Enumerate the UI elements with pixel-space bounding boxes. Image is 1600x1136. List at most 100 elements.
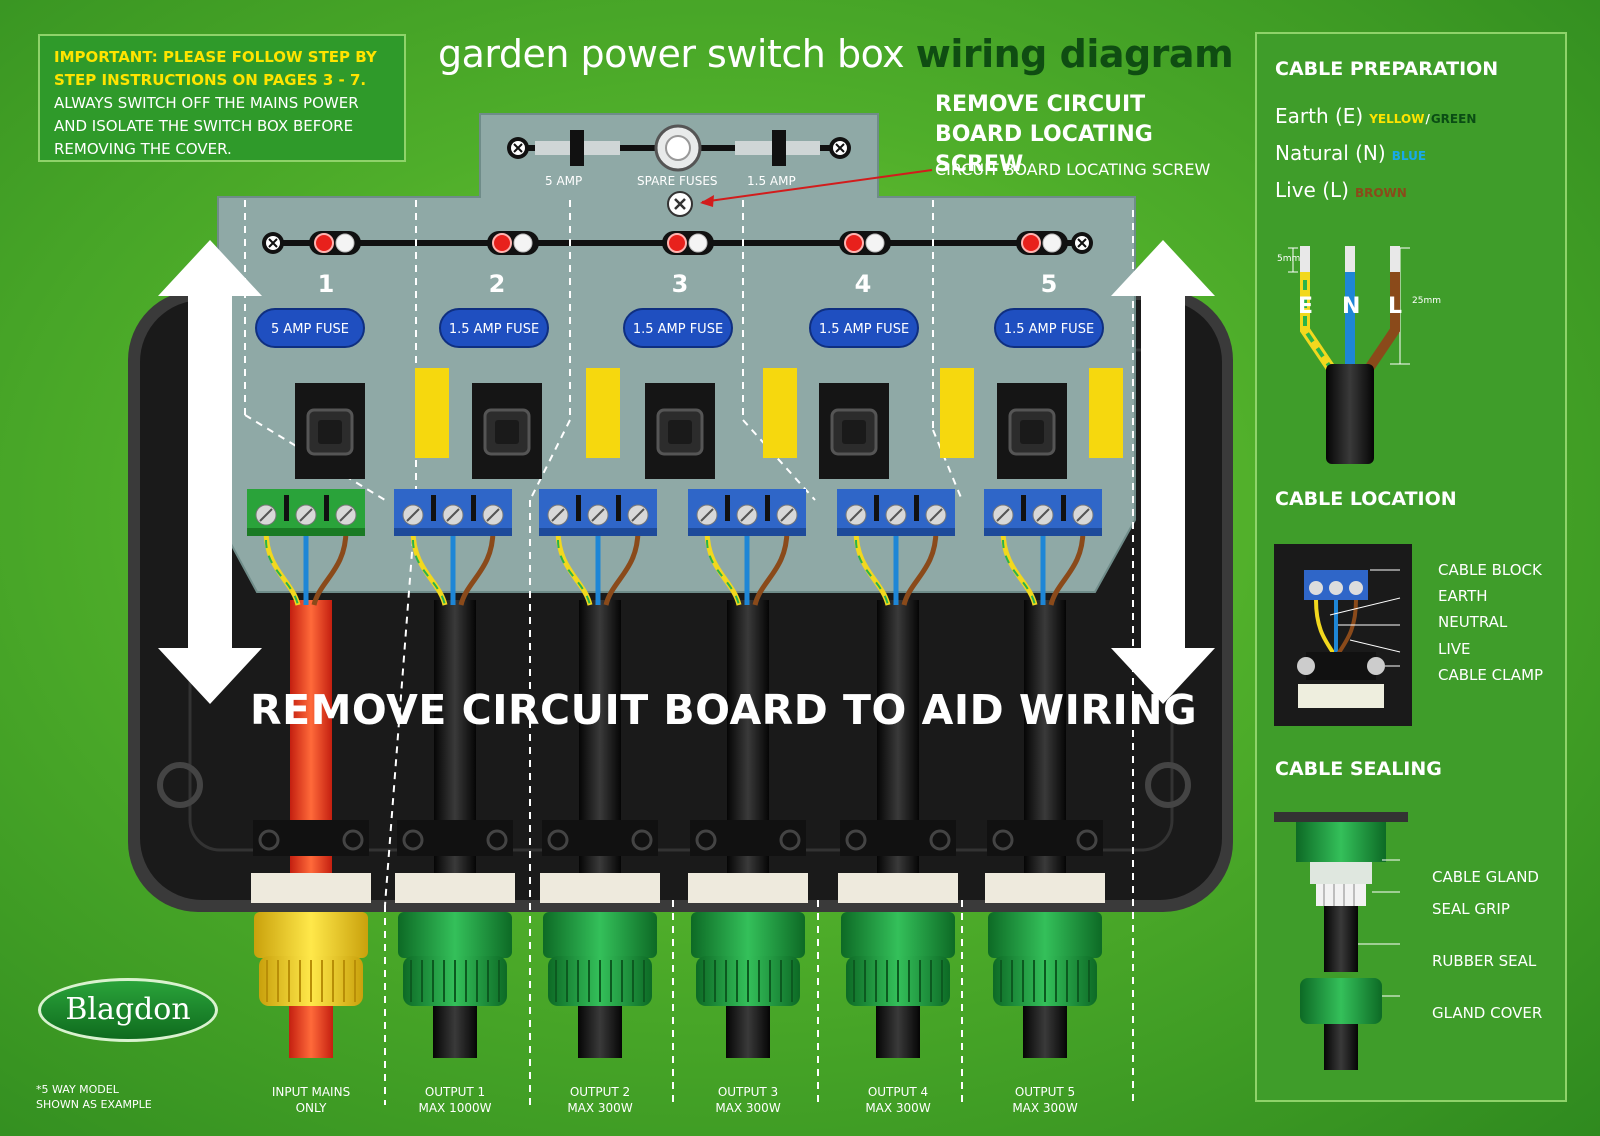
cable-clamp bbox=[987, 820, 1103, 856]
neutral-letter: N bbox=[1342, 294, 1361, 319]
switch-icon bbox=[997, 383, 1067, 479]
screw-icon bbox=[829, 137, 851, 159]
callout-seal-grip: SEAL GRIP bbox=[1432, 900, 1510, 918]
callout-gland-cover: GLAND COVER bbox=[1432, 1004, 1543, 1022]
cable-gland bbox=[543, 912, 657, 1006]
led-icon bbox=[1016, 231, 1068, 255]
remove-screw-heading: REMOVE CIRCUIT BOARD LOCATING SCREW bbox=[935, 92, 1153, 177]
label-line-1: OUTPUT 1 bbox=[424, 1085, 486, 1099]
channel-5: 51.5 AMP FUSE bbox=[994, 231, 1123, 479]
cable-tail bbox=[726, 1006, 770, 1058]
circuit-board bbox=[217, 113, 1136, 593]
switch-icon bbox=[472, 383, 542, 479]
channel-2: 2 1.5 AMP FUSE bbox=[439, 231, 620, 479]
earth-label: Earth (E) bbox=[1275, 104, 1364, 128]
cable-clamp bbox=[542, 820, 658, 856]
callout-neutral: NEUTRAL bbox=[1438, 613, 1508, 631]
screw-icon bbox=[262, 232, 284, 254]
output-label-5: OUTPUT 5 MAX 300W bbox=[990, 1084, 1100, 1116]
seal-grip bbox=[838, 873, 958, 903]
label-line-1: OUTPUT 4 bbox=[867, 1085, 929, 1099]
title-part-2: wiring diagram bbox=[915, 32, 1234, 76]
prep-heading: CABLE PREPARATION bbox=[1275, 58, 1499, 80]
live-wire bbox=[901, 529, 939, 606]
screw-pointer-arrow bbox=[700, 169, 933, 207]
live-wire bbox=[603, 529, 641, 606]
led-icon bbox=[839, 231, 891, 255]
cable-gland bbox=[398, 912, 512, 1006]
screw-label: CIRCUIT BOARD LOCATING SCREW bbox=[935, 160, 1211, 179]
callout-live: LIVE bbox=[1438, 640, 1471, 658]
page-title: garden power switch box wiring diagram bbox=[438, 32, 1234, 76]
total-length-label: 25mm bbox=[1412, 296, 1441, 306]
label-line-2: ONLY bbox=[295, 1101, 327, 1115]
earth-color-1: YELLOW bbox=[1369, 112, 1425, 126]
label-line-2: MAX 1000W bbox=[418, 1101, 492, 1115]
live-label: Live (L) bbox=[1275, 178, 1349, 202]
output-label-1: OUTPUT 1 MAX 1000W bbox=[400, 1084, 510, 1116]
locating-screw bbox=[667, 191, 693, 217]
terminal-block-icon bbox=[539, 489, 657, 536]
switch-icon bbox=[645, 383, 715, 479]
cable-gland bbox=[691, 912, 805, 1006]
screw-icon bbox=[507, 137, 529, 159]
cable-tail bbox=[289, 1006, 333, 1058]
channel-number: 2 bbox=[489, 270, 506, 298]
neutral-color: BLUE bbox=[1391, 149, 1427, 163]
cable-clamp bbox=[397, 820, 513, 856]
seal-grip bbox=[395, 873, 515, 903]
cable-clamp bbox=[253, 820, 369, 856]
input-label: INPUT MAINS ONLY bbox=[256, 1084, 366, 1116]
neutral-label: Natural (N) bbox=[1275, 141, 1386, 165]
output-label-4: OUTPUT 4 MAX 300W bbox=[843, 1084, 953, 1116]
live-color: BROWN bbox=[1354, 186, 1407, 200]
blagdon-logo: Blagdon bbox=[38, 978, 218, 1042]
safety-notice: IMPORTANT: PLEASE FOLLOW STEP BY STEP IN… bbox=[38, 34, 406, 162]
neutral-row: Natural (N) BLUE bbox=[1275, 141, 1426, 165]
channel-number: 3 bbox=[672, 270, 689, 298]
channel-number: 1 bbox=[318, 270, 335, 298]
callout-cable-clamp: CABLE CLAMP bbox=[1438, 666, 1544, 684]
input-cable bbox=[247, 489, 371, 1058]
callout-earth: EARTH bbox=[1438, 587, 1488, 605]
earth-sep: / bbox=[1425, 112, 1430, 126]
fuse-label: 5 AMP FUSE bbox=[271, 322, 349, 337]
callout-rubber-seal: RUBBER SEAL bbox=[1432, 952, 1537, 970]
seal-grip bbox=[251, 873, 371, 903]
capacitor bbox=[940, 368, 974, 458]
fuse-label: 1.5 AMP FUSE bbox=[449, 322, 539, 337]
live-wire bbox=[752, 529, 790, 606]
live-letter: L bbox=[1388, 294, 1403, 319]
terminal-block-icon bbox=[688, 489, 806, 536]
label-line-1: INPUT MAINS bbox=[271, 1085, 351, 1099]
cable-tail bbox=[1023, 1006, 1067, 1058]
capacitor bbox=[1089, 368, 1123, 458]
seal-grip bbox=[985, 873, 1105, 903]
fuse-4: 1.5 AMP FUSE bbox=[809, 308, 919, 348]
terminal-block-icon bbox=[984, 489, 1102, 536]
capacitor bbox=[415, 368, 449, 458]
fuse-2: 1.5 AMP FUSE bbox=[439, 308, 549, 348]
led-icon bbox=[662, 231, 714, 255]
fuse-right-label: 1.5 AMP bbox=[747, 174, 796, 188]
label-line-2: MAX 300W bbox=[865, 1101, 931, 1115]
cable-gland bbox=[841, 912, 955, 1006]
output-cable-4 bbox=[837, 489, 958, 1058]
live-wire bbox=[311, 529, 349, 606]
label-line-2: MAX 300W bbox=[1012, 1101, 1078, 1115]
cable-prep-illustration bbox=[1288, 246, 1410, 464]
fuse-label: 1.5 AMP FUSE bbox=[633, 322, 723, 337]
callout-cable-block: CABLE BLOCK bbox=[1438, 561, 1542, 579]
sealing-heading: CABLE SEALING bbox=[1275, 758, 1442, 780]
output-cable-1 bbox=[394, 489, 515, 1058]
seal-grip bbox=[540, 873, 660, 903]
live-wire bbox=[458, 529, 496, 606]
label-line-1: OUTPUT 5 bbox=[1014, 1085, 1076, 1099]
spare-fuses-label: SPARE FUSES bbox=[637, 174, 718, 188]
channel-1: 1 5 AMP FUSE bbox=[255, 231, 449, 479]
cable-tail bbox=[578, 1006, 622, 1058]
location-heading: CABLE LOCATION bbox=[1275, 488, 1457, 510]
strip-length-label: 5mm bbox=[1277, 254, 1301, 264]
